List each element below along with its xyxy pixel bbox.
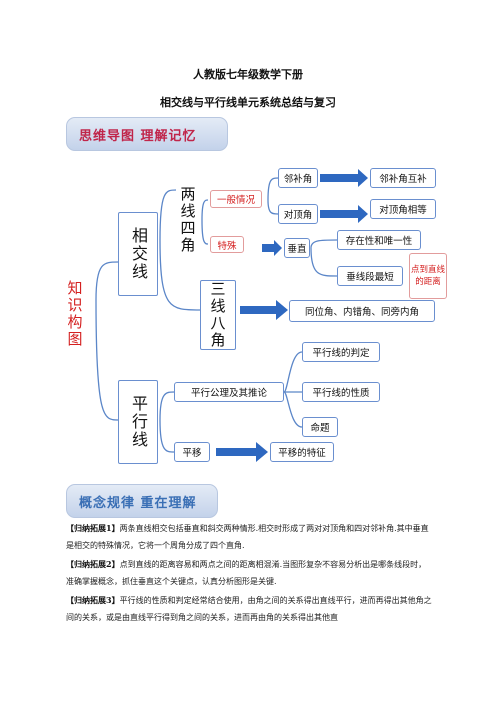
summary-paragraph-2: 【归纳拓展2】点到直线的距离容易和两点之间的距离相混淆.当图形复杂不容易分析出是… <box>66 556 434 590</box>
node-shortest-perpendicular: 垂线段最短 <box>337 266 403 286</box>
paragraph-text: 点到直线的距离容易和两点之间的距离相混淆.当图形复杂不容易分析出是哪条线段时，准… <box>66 560 427 586</box>
root-knowledge-map: 知识构图 <box>64 268 86 360</box>
node-special-case: 特殊 <box>210 236 244 253</box>
node-perpendicular: 垂直 <box>284 238 310 258</box>
mindmap-banner: 思维导图 理解记忆 <box>66 117 228 151</box>
paragraph-tag: 【归纳拓展2】 <box>66 559 120 569</box>
node-parallel-criteria: 平行线的判定 <box>302 342 380 362</box>
node-point-line-distance: 点到直线的距离 <box>409 253 447 299</box>
node-parallel-axiom: 平行公理及其推论 <box>174 382 284 402</box>
paragraph-tag: 【归纳拓展3】 <box>66 595 120 605</box>
concepts-banner: 概念规律 重在理解 <box>66 484 218 518</box>
concepts-banner-label: 概念规律 重在理解 <box>79 496 197 511</box>
node-three-lines-eight-angles: 三线八角 <box>200 280 236 350</box>
node-parallel-lines: 平行线 <box>118 380 158 464</box>
node-translation: 平移 <box>174 442 210 462</box>
paragraph-text: 平行线的性质和判定经常结合使用，由角之间的关系得出直线平行，进而再得出其他角之间… <box>66 596 432 622</box>
node-general-case: 一般情况 <box>210 190 262 208</box>
node-vertical-angle: 对顶角 <box>278 204 318 224</box>
node-supplementary-rule: 邻补角互补 <box>370 168 436 188</box>
node-proposition: 命题 <box>302 417 338 437</box>
mindmap-banner-label: 思维导图 理解记忆 <box>79 129 197 144</box>
paragraph-text: 两条直线相交包括垂直和斜交两种情形.相交时形成了两对对顶角和四对邻补角.其中垂直… <box>66 524 429 550</box>
summary-paragraph-1: 【归纳拓展1】两条直线相交包括垂直和斜交两种情形.相交时形成了两对对顶角和四对邻… <box>66 520 434 554</box>
node-adjacent-supplementary-angle: 邻补角 <box>278 168 318 188</box>
paragraph-tag: 【归纳拓展1】 <box>66 523 120 533</box>
node-two-lines-four-angles: 两线四角 <box>176 182 200 258</box>
node-intersecting-lines: 相交线 <box>118 212 158 296</box>
summary-paragraph-3: 【归纳拓展3】平行线的性质和判定经常结合使用，由角之间的关系得出直线平行，进而再… <box>66 592 434 626</box>
node-parallel-properties: 平行线的性质 <box>302 382 380 402</box>
node-vertical-angles-equal: 对顶角相等 <box>370 199 436 219</box>
document-title: 人教版七年级数学下册 <box>193 68 303 81</box>
node-existence-uniqueness: 存在性和唯一性 <box>337 230 421 250</box>
node-translation-features: 平移的特征 <box>270 442 334 462</box>
node-angle-types: 同位角、内错角、同旁内角 <box>289 300 435 322</box>
document-subtitle: 相交线与平行线单元系统总结与复习 <box>160 96 336 109</box>
